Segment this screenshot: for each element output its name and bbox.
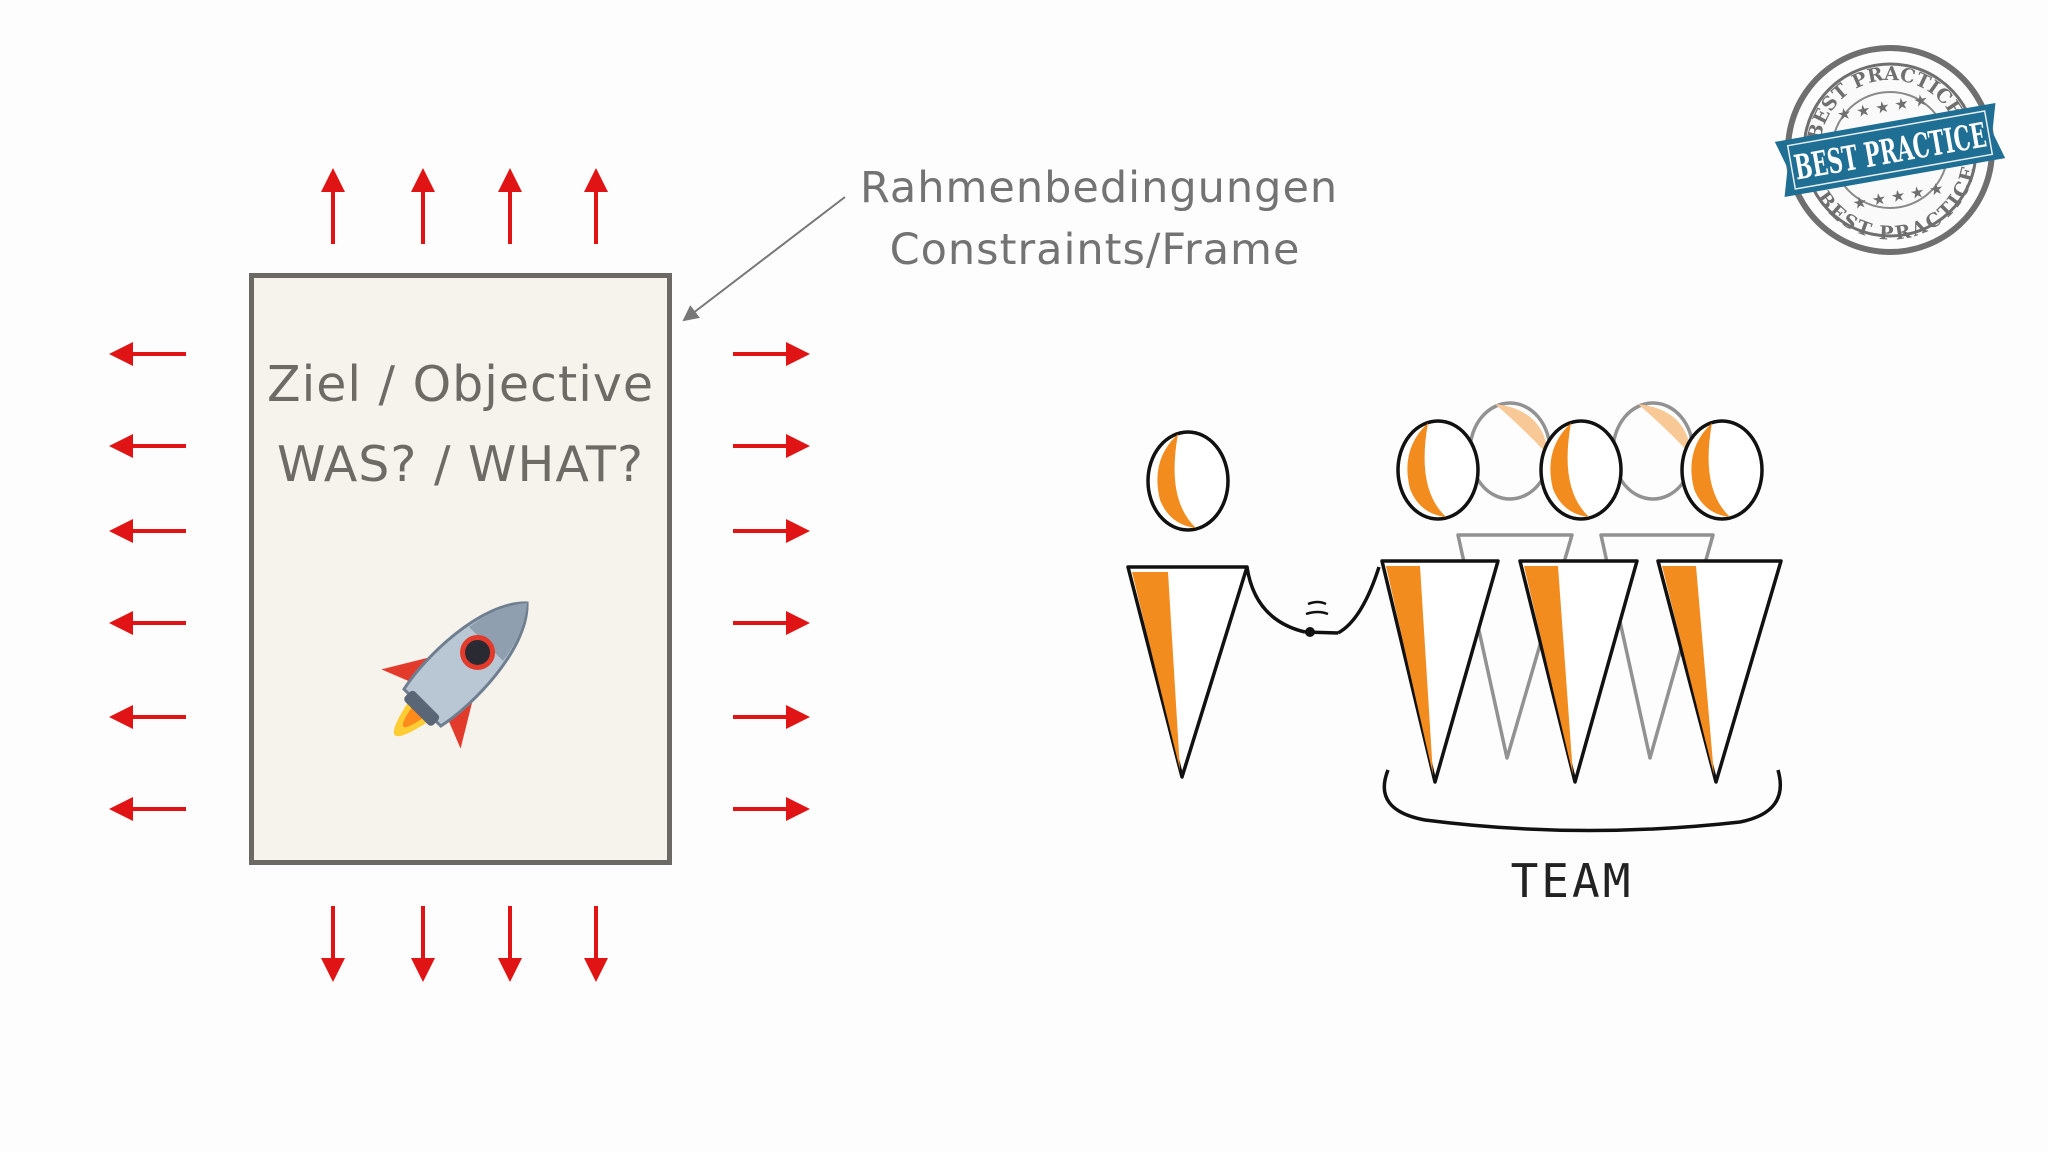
arrows-down <box>321 906 608 982</box>
objective-title: Ziel / Objective <box>267 356 654 413</box>
handshake <box>1304 566 1381 637</box>
arrows-left <box>109 342 186 821</box>
team-base <box>1382 769 1783 833</box>
frame-caption-line1: Rahmenbedingungen <box>860 163 1339 213</box>
rocket-icon <box>381 601 529 749</box>
person-left <box>1126 430 1306 779</box>
objective-question: WAS? / WHAT? <box>276 436 644 493</box>
team-person-3 <box>1656 419 1783 784</box>
caption-pointer-arrow <box>682 196 846 322</box>
team-person-1 <box>1380 419 1500 784</box>
objective-box <box>249 273 672 865</box>
team-illustration <box>1126 401 1783 833</box>
frame-caption-line2: Constraints/Frame <box>889 225 1301 275</box>
best-practice-stamp: BEST PRACTICE BEST PRACTICE ★ ★ ★ ★ ★ ★ … <box>1774 45 2006 258</box>
arrows-right <box>733 342 810 821</box>
team-person-2 <box>1518 419 1639 784</box>
team-label: TEAM <box>1511 854 1634 908</box>
arrows-up <box>321 168 608 244</box>
